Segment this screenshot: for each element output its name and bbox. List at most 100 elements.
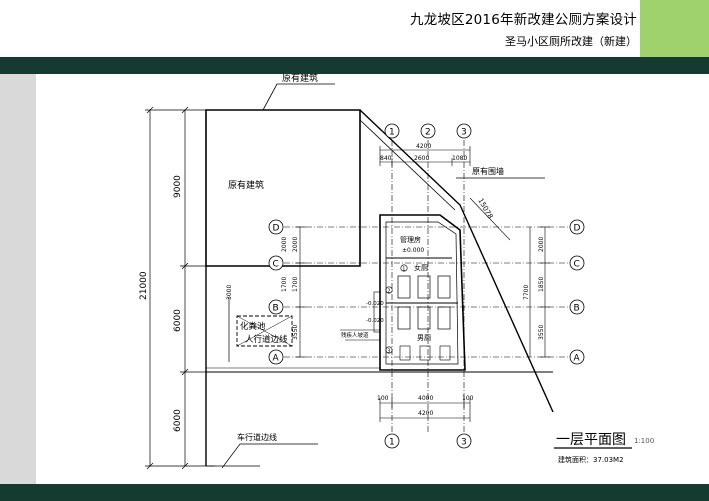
dim-left-top: 9000 [173, 175, 183, 198]
dim-bottom-seg-3: 100 [462, 395, 474, 402]
axis-bubble-top [384, 123, 400, 139]
urinal [419, 345, 431, 361]
room-male: 男厕 [417, 334, 431, 342]
axis-col-bottom-3: 3 [461, 438, 467, 448]
axis-bubble-bottom [456, 433, 472, 449]
dim-top-seg-2: 2600 [414, 155, 429, 162]
existing-building-callout: 原有建筑 [282, 74, 318, 84]
septic-tank-area [236, 315, 293, 347]
left-dimension-lines [145, 106, 215, 470]
septic-text: 化粪池 [240, 321, 266, 332]
axis-col-top-1: 1 [389, 128, 395, 138]
axis-col-top-3: 3 [461, 128, 467, 138]
axis-col-top-2: 2 [425, 128, 431, 138]
plan-area: 建筑面积：37.03M2 [558, 455, 624, 464]
axis-row-left-a: A [273, 354, 280, 364]
existing-wall-inner [359, 119, 456, 211]
project-title: 九龙坡区2016年新改建公厕方案设计 [410, 12, 637, 28]
axis-bubble-left [268, 219, 284, 235]
existing-wall [359, 109, 554, 413]
dim-left-mid: 6000 [173, 309, 183, 332]
axis-row-right-b: B [574, 304, 580, 314]
plan-title: 一层平面图 [556, 432, 626, 448]
axis-row-left-d: D [273, 224, 280, 234]
title-block: 九龙坡区2016年新改建公厕方案设计 圣马小区厕所改建（新建） [0, 0, 709, 57]
mark-3: 3 [387, 349, 390, 355]
axis-lines [284, 140, 575, 432]
axis-row-right-d: D [574, 224, 581, 234]
mark-circle [385, 286, 393, 294]
axis-bubble-top [420, 123, 436, 139]
room-management-elev: ±0.000 [402, 247, 424, 254]
road-edge-leader [221, 443, 318, 469]
axis-row-right-c: C [574, 260, 580, 270]
diag-dim-line [469, 197, 511, 241]
urinal [439, 345, 451, 361]
mark-circle [400, 264, 408, 272]
dim-left-bottom: 6000 [173, 409, 183, 432]
axis-row-left-b: B [273, 304, 279, 314]
dim-top-seg-3: 1080 [452, 155, 467, 162]
dim-right-1850: 1850 [538, 277, 545, 292]
dim-near-left-1700: 1700 [292, 277, 299, 292]
axis-row-left-c: C [273, 260, 279, 270]
stall [397, 306, 411, 330]
axis-bubble-top [456, 123, 472, 139]
dim-bottom-total: 4200 [418, 410, 433, 417]
near-left-dim [296, 226, 306, 358]
axis-bubble-right [569, 299, 585, 315]
top-dim [379, 146, 471, 166]
stall [437, 306, 451, 330]
dim-near-left-2000: 2000 [292, 237, 299, 252]
existing-building-label: 原有建筑 [228, 179, 264, 191]
dim-near-left-3550: 3550 [292, 325, 299, 340]
stall [417, 275, 431, 299]
urinal [399, 345, 411, 361]
axis-bubble-right [569, 255, 585, 271]
axis-bubble-right [569, 219, 585, 235]
dim-diag: 15078 [476, 197, 494, 220]
top-band [0, 57, 709, 74]
dim-bottom-seg-2: 4000 [418, 395, 433, 402]
dim-right-7700: 7700 [523, 285, 530, 300]
dim-3000: 3000 [226, 285, 233, 300]
mark-1: 1 [402, 267, 405, 273]
axis-bubble-right [569, 349, 585, 365]
dim-bottom-seg-1: 100 [377, 395, 389, 402]
axis-bubble-left [268, 349, 284, 365]
sidewalk-text: 人行道边线 [245, 334, 288, 345]
dim-top-seg-1: 840 [380, 155, 392, 162]
mark-2: 2 [387, 289, 390, 295]
axis-row-right-a: A [574, 354, 581, 364]
room-management: 管理房 [400, 235, 421, 244]
road-edge-label: 车行道边线 [237, 432, 277, 442]
existing-building-outline [205, 109, 361, 267]
elev-1: -0.020 [366, 301, 384, 307]
stall [397, 275, 411, 299]
dim-left-total: 21000 [139, 271, 149, 300]
floor-plan-drawing: 原有建筑 原有建筑 原有围墙 车行道边线 化粪池 人行道边线 3000 管理房 … [139, 74, 654, 470]
room-female: 女厕 [414, 263, 428, 272]
existing-building-leader [262, 83, 335, 111]
dim-inner-1700: 1700 [281, 277, 288, 292]
dim-right-3550: 3550 [538, 325, 545, 340]
accent-block [640, 0, 709, 57]
elev-2: -0.020 [366, 318, 384, 324]
bottom-dim [379, 398, 471, 422]
hatch-line [236, 315, 293, 347]
toilet-building-outline [379, 214, 466, 371]
toilet-inner-wall [385, 221, 459, 365]
dim-inner-2000: 2000 [281, 237, 288, 252]
axis-bubble-left [268, 299, 284, 315]
left-margin-strip [0, 74, 36, 484]
ramp-rail [373, 291, 381, 333]
dim-right-2000: 2000 [538, 237, 545, 252]
drawing-subtitle: 圣马小区厕所改建（新建） [505, 35, 637, 48]
stall [437, 275, 451, 299]
axis-bubble-bottom [384, 433, 400, 449]
axis-col-bottom-1: 1 [389, 438, 395, 448]
bottom-band [0, 484, 709, 501]
dim-top-total: 4200 [416, 143, 431, 150]
existing-wall-label: 原有围墙 [472, 166, 504, 176]
plan-scale: 1:100 [634, 437, 654, 445]
